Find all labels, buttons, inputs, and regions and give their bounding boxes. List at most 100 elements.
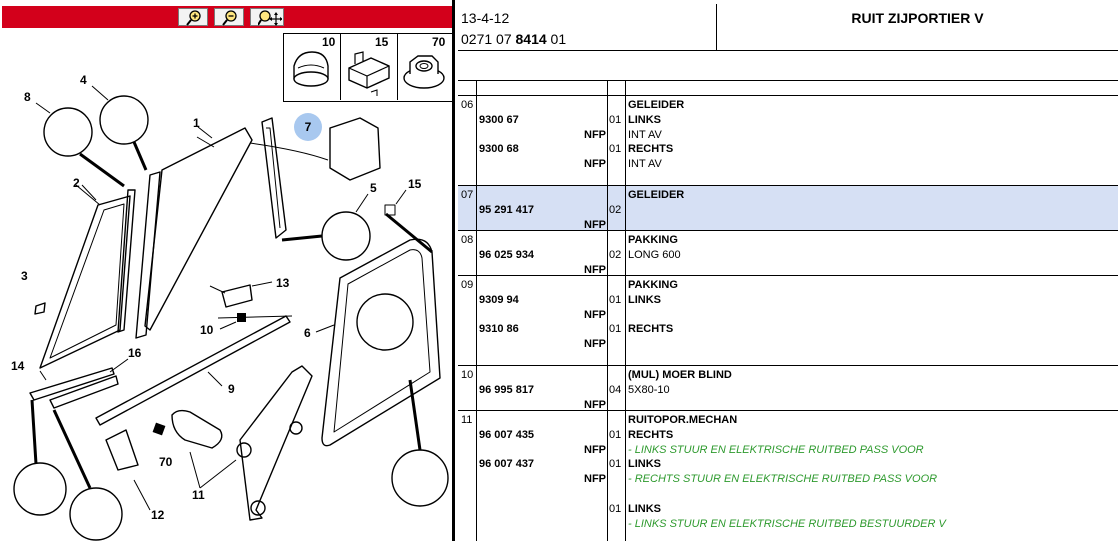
guide-7[interactable] — [329, 117, 381, 181]
part-label[interactable]: 13 — [276, 276, 290, 290]
detail-circle-6[interactable] — [356, 293, 414, 351]
part-row[interactable]: NFP — [458, 309, 1118, 323]
part-row[interactable]: RUITOPOR.MECHAN — [458, 414, 1118, 428]
part-row[interactable] — [458, 488, 1118, 502]
zoom-pan-button[interactable] — [250, 8, 284, 26]
zoom-out-button[interactable] — [214, 8, 244, 26]
part-label[interactable]: 15 — [408, 177, 422, 191]
part-label[interactable]: 3 — [21, 269, 28, 283]
part-label[interactable]: 8 — [24, 90, 31, 104]
inset-cell-flange-nut[interactable]: 70 — [398, 34, 452, 100]
part-row[interactable]: GELEIDER — [458, 99, 1118, 113]
part-label[interactable]: 11 — [192, 488, 205, 502]
part-row[interactable]: GELEIDER — [458, 189, 1118, 203]
part-label[interactable]: 1 — [193, 116, 200, 130]
part-row[interactable]: - LINKS STUUR EN ELEKTRISCHE RUITBED BES… — [458, 518, 1118, 532]
bracket-12[interactable] — [105, 429, 139, 471]
part-label[interactable]: 16 — [128, 346, 142, 360]
part-row[interactable]: NFP — [458, 219, 1118, 233]
ref-suffix: 01 — [546, 31, 567, 47]
quantity: 01 — [609, 293, 622, 306]
part-number: 95 291 417 — [479, 203, 535, 216]
part-description: GELEIDER — [628, 189, 685, 201]
part-row[interactable]: (MUL) MOER BLIND — [458, 369, 1118, 383]
label-13[interactable] — [221, 284, 253, 308]
part-description: GELEIDER — [628, 99, 685, 111]
detail-circle-8[interactable] — [43, 107, 93, 157]
inset-cell-nut-cap[interactable]: 10 — [284, 34, 341, 100]
part-label[interactable]: 2 — [73, 176, 80, 190]
part-label-highlighted[interactable]: 7 — [294, 113, 322, 141]
part-description: LINKS — [628, 293, 661, 306]
flange-nut-icon — [403, 55, 445, 89]
part-row[interactable]: NFP- LINKS STUUR EN ELEKTRISCHE RUITBED … — [458, 444, 1118, 458]
part-label[interactable]: 4 — [80, 73, 87, 87]
detail-circle-16[interactable] — [69, 487, 123, 541]
part-row[interactable]: NFP- RECHTS STUUR EN ELEKTRISCHE RUITBED… — [458, 473, 1118, 487]
regulator-11[interactable] — [239, 365, 313, 521]
part-label[interactable]: 5 — [370, 181, 377, 195]
part-row[interactable]: NFP — [458, 264, 1118, 278]
strip-9[interactable] — [95, 315, 291, 426]
motor-11[interactable] — [171, 409, 223, 449]
part-number: 9300 68 — [479, 143, 519, 156]
part-row[interactable]: PAKKING — [458, 279, 1118, 293]
group-number: 09 — [461, 279, 474, 291]
part-label[interactable]: 14 — [11, 359, 25, 373]
part-number: 96 007 437 — [479, 458, 535, 471]
part-label[interactable]: 9 — [228, 382, 235, 396]
detail-circle-5[interactable] — [321, 211, 371, 261]
quarter-glass-2[interactable] — [39, 195, 131, 369]
detail-circle-4[interactable] — [99, 95, 149, 145]
part-row[interactable]: NFP — [458, 399, 1118, 413]
strip-14[interactable] — [29, 367, 115, 401]
nut-10-marker — [237, 313, 246, 322]
part-label[interactable]: 70 — [159, 455, 173, 469]
detail-circle-14[interactable] — [13, 462, 67, 516]
nfp-flag: NFP — [584, 398, 606, 411]
part-description: RECHTS — [628, 143, 674, 156]
catalog-reference: 0271 07 8414 01 — [461, 31, 566, 47]
glass-panel-1[interactable] — [144, 127, 253, 331]
channel-4[interactable] — [135, 171, 161, 339]
channel-8[interactable] — [117, 189, 136, 333]
part-label[interactable]: 12 — [151, 508, 165, 522]
group-number: 07 — [461, 189, 474, 201]
part-description: RECHTS — [628, 323, 674, 336]
quantity: 01 — [609, 428, 622, 441]
part-label[interactable]: 6 — [304, 326, 311, 340]
part-description: (MUL) MOER BLIND — [628, 369, 732, 381]
ref-bold: 8414 — [515, 31, 547, 47]
part-label[interactable]: 10 — [200, 323, 214, 337]
part-3[interactable] — [34, 302, 46, 315]
part-row[interactable]: NFP — [458, 338, 1118, 352]
inset-cell-clip[interactable]: 15 — [341, 34, 398, 100]
rail-5[interactable] — [261, 117, 287, 239]
divider — [458, 80, 1118, 81]
zoom-in-button[interactable] — [178, 8, 208, 26]
door-seal-6[interactable] — [321, 238, 441, 447]
part-row[interactable]: PAKKING — [458, 234, 1118, 248]
nfp-flag: NFP — [584, 308, 606, 321]
group-number: 11 — [461, 414, 473, 426]
detail-circle-6b[interactable] — [391, 449, 449, 507]
strip-16[interactable] — [49, 375, 119, 409]
